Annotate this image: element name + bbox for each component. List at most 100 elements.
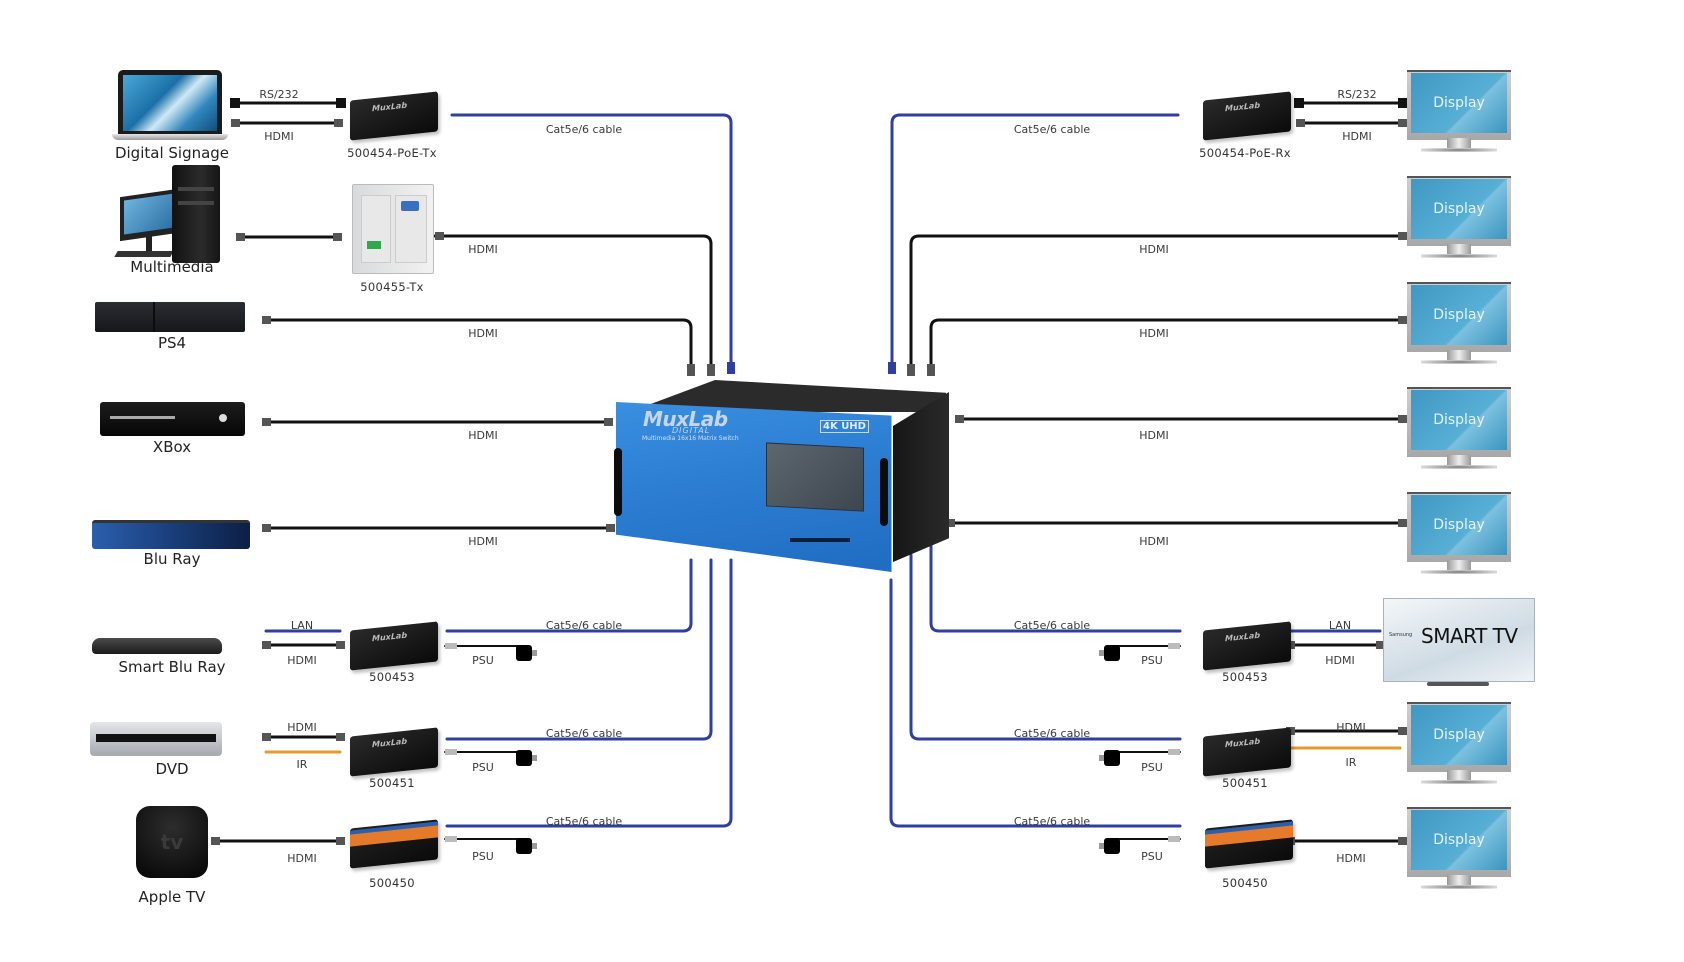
psu-icon [1099, 750, 1120, 766]
connector [334, 119, 343, 127]
cable-cat5-tx1-to-switch [450, 113, 733, 374]
connector [230, 98, 240, 108]
connector [1168, 749, 1180, 755]
cable-label-cat5: Cat5e/6 cable [545, 619, 623, 632]
cable-label-rs232: RS/232 [1337, 88, 1377, 101]
cable-label-lan: LAN [1328, 619, 1352, 632]
cable-label-psu: PSU [472, 850, 494, 863]
cable-label-hdmi: HDMI [468, 429, 498, 442]
connector [262, 733, 271, 741]
cable-label-cat5: Cat5e/6 cable [545, 815, 623, 828]
connector [1168, 836, 1180, 842]
switch-brand-logo: MuxLab [643, 407, 728, 431]
source-label-smart-bluray: Smart Blu Ray [118, 658, 226, 676]
wallplate-tx-500455 [352, 184, 434, 274]
switch-front-ports [790, 538, 850, 542]
display-monitor: Display [1407, 282, 1511, 366]
cable-label-hdmi: HDMI [1139, 429, 1169, 442]
connector [1398, 119, 1407, 127]
connector [1398, 316, 1407, 324]
cable-label-hdmi: HDMI [1342, 130, 1372, 143]
psu-icon [516, 750, 537, 766]
connector [445, 749, 457, 755]
cable-label-hdmi: HDMI [287, 721, 317, 734]
workstation-icon [114, 165, 226, 265]
cable-label-hdmi: HDMI [468, 327, 498, 340]
connector [888, 362, 896, 374]
cable-label-cat5: Cat5e/6 cable [1013, 815, 1091, 828]
display-label: Display [1411, 285, 1507, 345]
display-label: Display [1411, 390, 1507, 450]
connector [231, 119, 240, 127]
source-label-apple-tv: Apple TV [138, 888, 206, 906]
cable-label-lan: LAN [290, 619, 314, 632]
box-logo: MuxLab [372, 630, 408, 644]
cable-label-hdmi: HDMI [468, 243, 498, 256]
box-logo: MuxLab [1225, 736, 1261, 750]
cable-label-cat5: Cat5e/6 cable [545, 727, 623, 740]
display-label: Display [1411, 810, 1507, 870]
ps4-console-icon [95, 302, 245, 332]
dvd-player-icon [90, 722, 222, 756]
switch-model-text: Multimedia 16x16 Matrix Switch [642, 435, 739, 442]
cable-label-hdmi: HDMI [287, 852, 317, 865]
display-monitor: Display [1407, 702, 1511, 786]
psu-icon [1099, 645, 1120, 661]
connector [336, 641, 345, 649]
display-label: Display [1411, 705, 1507, 765]
cable-hdmi-display3 [929, 318, 1402, 374]
cable-cat5-500451-tx [445, 558, 713, 741]
switch-sub-brand: DIGITAL [672, 426, 711, 435]
cable-label-cat5: Cat5e/6 cable [545, 123, 623, 136]
switch-handle-left [614, 448, 622, 516]
connector [262, 641, 271, 649]
receiver-model-label: 500454-PoE-Rx [1199, 146, 1291, 160]
smart-bluray-player-icon [92, 638, 222, 654]
cable-label-hdmi: HDMI [1325, 654, 1355, 667]
apple-tv-glyph: tv [160, 830, 184, 854]
box-logo: MuxLab [1225, 630, 1261, 644]
smart-tv-label: SMART TV [1421, 624, 1518, 648]
box-logo: MuxLab [1225, 100, 1261, 114]
transmitter-model-label: 500454-PoE-Tx [347, 146, 437, 160]
connector [1398, 727, 1407, 735]
display-monitor: Display [1407, 492, 1511, 576]
connector [1398, 837, 1407, 845]
receiver-model-label: 500453 [1222, 670, 1268, 684]
connector [604, 418, 613, 426]
connector [1168, 643, 1180, 649]
connector [336, 837, 345, 845]
connector [707, 364, 715, 376]
transmitter-model-label: 500453 [369, 670, 415, 684]
box-logo: MuxLab [372, 736, 408, 750]
psu-icon [516, 645, 537, 661]
cable-label-hdmi: HDMI [1139, 535, 1169, 548]
connector [606, 524, 615, 532]
cable-label-rs232: RS/232 [259, 88, 299, 101]
smart-tv-brand: Samsung [1389, 632, 1413, 638]
connector [336, 733, 345, 741]
cable-cat5-500450-rx [889, 578, 1182, 828]
cable-label-hdmi: HDMI [468, 535, 498, 548]
cable-hdmi-ps4 [264, 318, 693, 374]
connector [262, 418, 271, 426]
display-monitor: Display [1407, 176, 1511, 260]
connector [946, 519, 955, 527]
source-label-ps4: PS4 [157, 334, 187, 352]
transmitter-model-label: 500450 [369, 876, 415, 890]
cable-hdmi-display2 [909, 234, 1402, 374]
cable-hdmi-tx2-to-switch [433, 234, 713, 374]
xbox-console-icon [100, 402, 245, 436]
display-monitor: Display [1407, 70, 1511, 154]
display-monitor: Display [1407, 807, 1511, 891]
source-label-bluray: Blu Ray [143, 550, 201, 568]
transmitter-model-label: 500451 [369, 776, 415, 790]
cable-cat5-500451-rx [909, 553, 1182, 741]
display-label: Display [1411, 179, 1507, 239]
connector [333, 233, 342, 241]
connector [445, 643, 457, 649]
connector [1398, 232, 1407, 240]
connector [1294, 98, 1304, 108]
